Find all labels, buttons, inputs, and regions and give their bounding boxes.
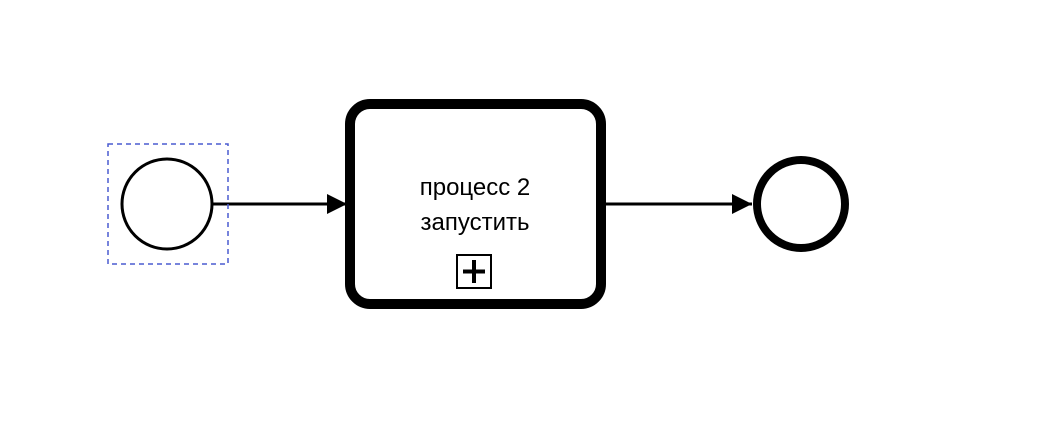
start-event[interactable] xyxy=(107,143,229,265)
collapsed-subprocess-plus-icon[interactable] xyxy=(456,254,492,289)
call-activity[interactable]: процесс 2 запустить xyxy=(345,99,606,309)
end-event-circle xyxy=(753,156,849,252)
activity-label-line-1: процесс 2 xyxy=(420,174,531,201)
call-activity-box xyxy=(345,99,606,309)
end-event[interactable] xyxy=(753,156,849,252)
start-event-circle xyxy=(120,157,214,251)
activity-label-line-2: запустить xyxy=(421,209,530,236)
selection-outline xyxy=(107,143,229,265)
